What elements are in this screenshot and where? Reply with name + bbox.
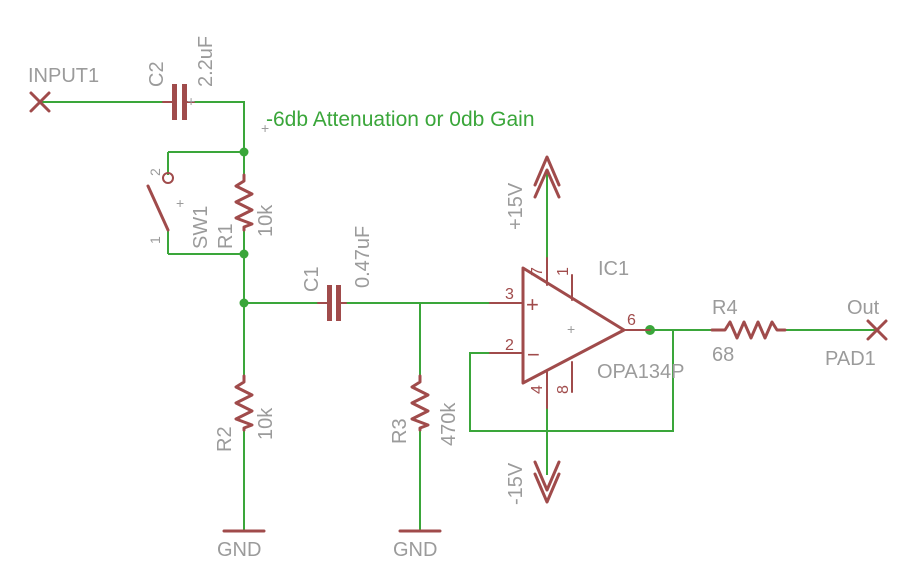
opamp-origin-mark: + [567,321,575,337]
output-value: Out [847,297,880,319]
opamp-pin4-number: 4 [529,385,546,394]
supply-positive-arrow-outer [533,155,561,187]
c1-plate-right [336,285,341,321]
r4-value: 68 [712,344,734,366]
junction-dot [239,298,249,308]
r1-value: 10k [255,204,277,237]
output-name: PAD1 [825,348,876,370]
opamp-pin3-number: 3 [505,286,514,303]
sw1-pin1: 1 [147,236,163,244]
capacitor-c2[interactable]: C2 2.2uF + [146,36,217,120]
ground-right-label: GND [393,539,437,561]
c2-value: 2.2uF [195,36,217,87]
resistor-r4[interactable]: R4 68 [710,297,787,366]
c2-polarity-mark: + [187,93,195,109]
supply-positive: +15V [505,155,561,230]
sw1-lever [146,184,170,232]
supply-negative-arrow-inner [533,472,561,504]
input-x-marker [29,91,51,113]
c1-value: 0.47uF [352,226,374,288]
output-terminal[interactable]: Out PAD1 [825,297,888,370]
opamp-pin6-number: 6 [627,312,636,329]
input-label: INPUT1 [28,65,99,87]
c1-plate-left [327,285,332,321]
r2-zigzag [234,374,254,432]
opamp-plus-sign: + [526,292,539,317]
c2-name: C2 [146,61,168,87]
sw1-contact-open [162,172,174,184]
r3-name: R3 [389,418,411,444]
r1-zigzag [234,173,254,232]
r3-zigzag [410,374,430,432]
junctions [239,147,655,335]
supply-positive-arrow-inner [533,168,561,199]
resistor-r2[interactable]: R2 10k [214,374,277,452]
r4-name: R4 [712,297,738,319]
sw1-pin2: 2 [147,168,163,176]
opamp-pin7-number: 7 [529,267,546,276]
capacitor-c1[interactable]: C1 0.47uF [301,226,374,321]
opamp-pin8-number: 8 [555,385,572,394]
wire-feedback [469,330,674,432]
r4-zigzag [710,320,787,340]
sw1-origin-mark: + [176,195,184,211]
ground-left: GND [217,529,266,561]
r1-name: R1 [215,223,237,249]
wires [40,101,877,530]
opamp-pin2-number: 2 [505,337,514,354]
resistor-r1[interactable]: R1 10k [215,173,277,249]
supply-negative-label: -15V [505,462,527,505]
r2-name: R2 [214,426,236,452]
supply-positive-label: +15V [505,182,527,230]
resistor-r3[interactable]: R3 470k [389,374,460,446]
input-terminal[interactable]: INPUT1 [28,65,99,113]
c2-plate-right [182,84,187,120]
c1-name: C1 [301,266,323,292]
note-origin-mark: + [261,120,269,136]
output-x-marker [866,319,888,341]
junction-dot [239,249,249,259]
supply-negative: -15V [505,460,561,505]
opamp-part-number: OPA134P [597,361,684,383]
r2-value: 10k [255,407,277,440]
sw1-name: SW1 [190,206,212,249]
gain-note: -6db Attenuation or 0db Gain [266,108,535,131]
ground-right: GND [393,529,442,561]
opamp-ic1[interactable]: + − + 3 2 6 7 1 4 8 IC1 OPA134P [489,257,684,409]
r3-value: 470k [438,402,460,446]
opamp-pin1-number: 1 [555,267,572,276]
junction-dot [239,147,249,157]
opamp-triangle [521,266,626,385]
ground-left-label: GND [217,539,261,561]
opamp-minus-sign: − [527,342,540,367]
wire-c2-out [194,101,245,152]
switch-sw1[interactable]: SW1 1 2 + [146,168,212,249]
opamp-name: IC1 [598,258,629,280]
c2-plate-left [172,84,177,120]
supply-negative-arrow-outer [533,460,561,492]
